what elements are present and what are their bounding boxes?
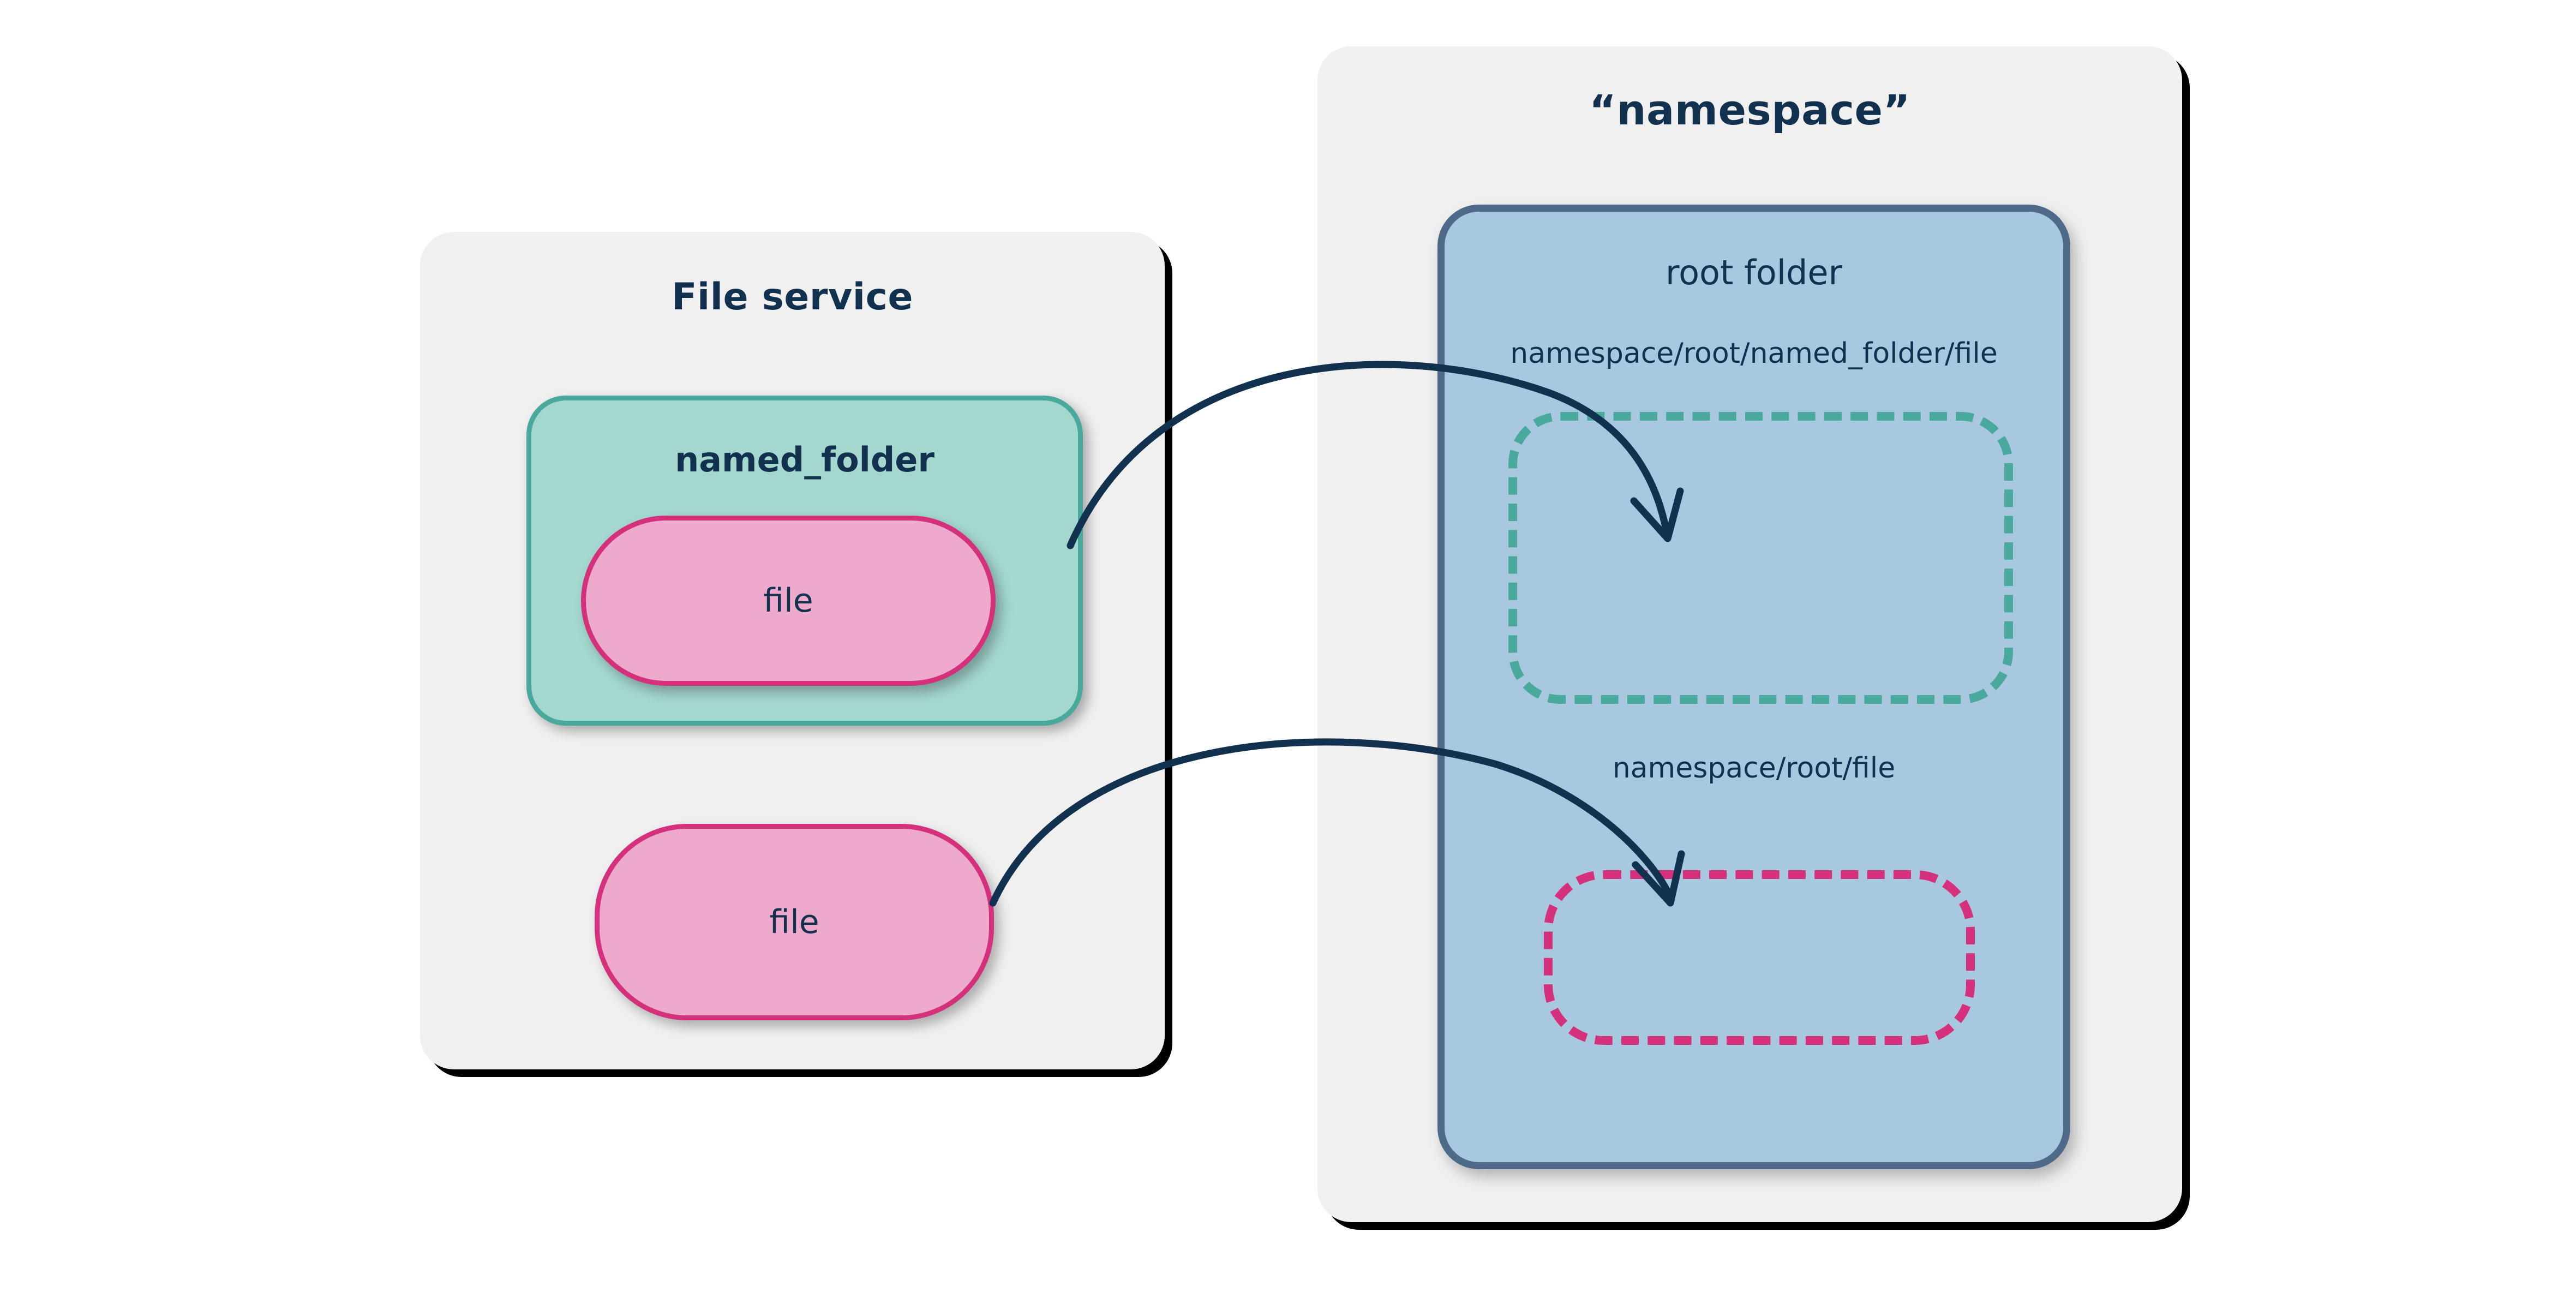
file-pill-root-level: file (595, 824, 994, 1020)
file-pill-label: file (769, 903, 819, 941)
named-folder-label: named_folder (675, 440, 934, 480)
file-pill-in-named-folder: file (581, 516, 996, 686)
named-folder-slot-placeholder (1508, 412, 2013, 704)
file-slot-placeholder (1544, 870, 1975, 1045)
file-service-title: File service (671, 276, 914, 319)
file-pill-label: file (763, 582, 813, 620)
path-label-root-file: namespace/root/file (1612, 752, 1896, 785)
root-folder-label: root folder (1666, 253, 1842, 292)
namespace-title: “namespace” (1589, 86, 1911, 134)
path-label-named-folder-file: namespace/root/named_folder/file (1510, 337, 1998, 370)
